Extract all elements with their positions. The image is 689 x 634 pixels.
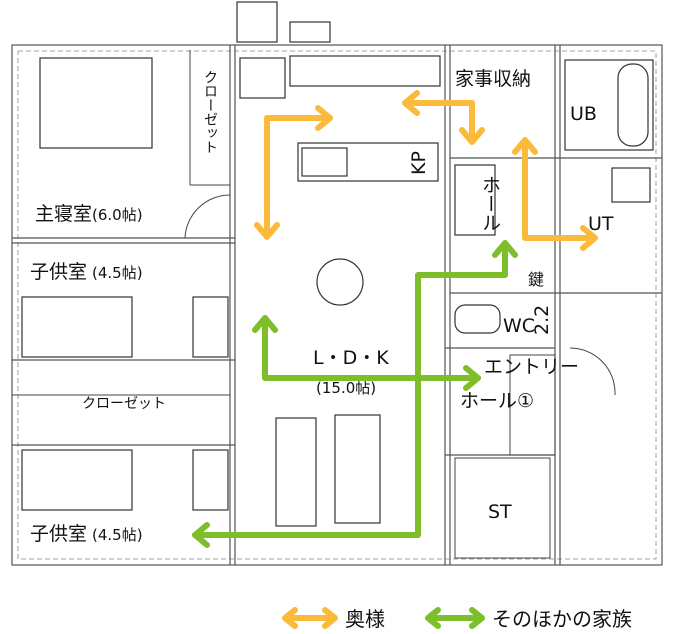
svg-text:そのほかの家族: そのほかの家族 (492, 607, 632, 631)
key-label: 鍵 (528, 270, 544, 289)
dimension-label: 2.2 (531, 305, 553, 335)
legend: 奥様 そのほかの家族 (282, 607, 632, 631)
furniture (21, 1, 654, 559)
kids-room-1-label: 子供室(4.5帖) (30, 261, 143, 283)
svg-text:奥様: 奥様 (345, 607, 385, 631)
room-labels: クローゼット 主寝室(6.0帖) 子供室(4.5帖) クローゼット 子供室(4.… (30, 68, 614, 545)
hall-label: ホール (479, 175, 501, 232)
ut-label: UT (588, 213, 614, 235)
family-flow-arrows (192, 240, 518, 548)
wc-label: WC (503, 315, 535, 337)
ub-label: UB (570, 103, 597, 125)
housework-storage-label: 家事収納 (455, 68, 531, 90)
ldk-label: L・D・K (313, 347, 389, 369)
ldk-size-label: (15.0帖) (316, 379, 376, 397)
entry-label: エントリー (484, 356, 579, 378)
closet-mid-label: クローゼット (82, 396, 166, 412)
legend-item-wife: 奥様 (282, 607, 385, 631)
master-bedroom-label: 主寝室(6.0帖) (35, 203, 143, 225)
closet-top-label: クローゼット (202, 70, 218, 154)
walls (11, 44, 663, 566)
st-label: ST (488, 501, 512, 523)
entry-hall-label: ホール① (460, 390, 534, 412)
legend-item-family: そのほかの家族 (425, 607, 632, 631)
kp-label: KP (408, 151, 430, 175)
kids-room-2-label: 子供室(4.5帖) (30, 523, 143, 545)
wife-flow-arrows (254, 90, 598, 251)
